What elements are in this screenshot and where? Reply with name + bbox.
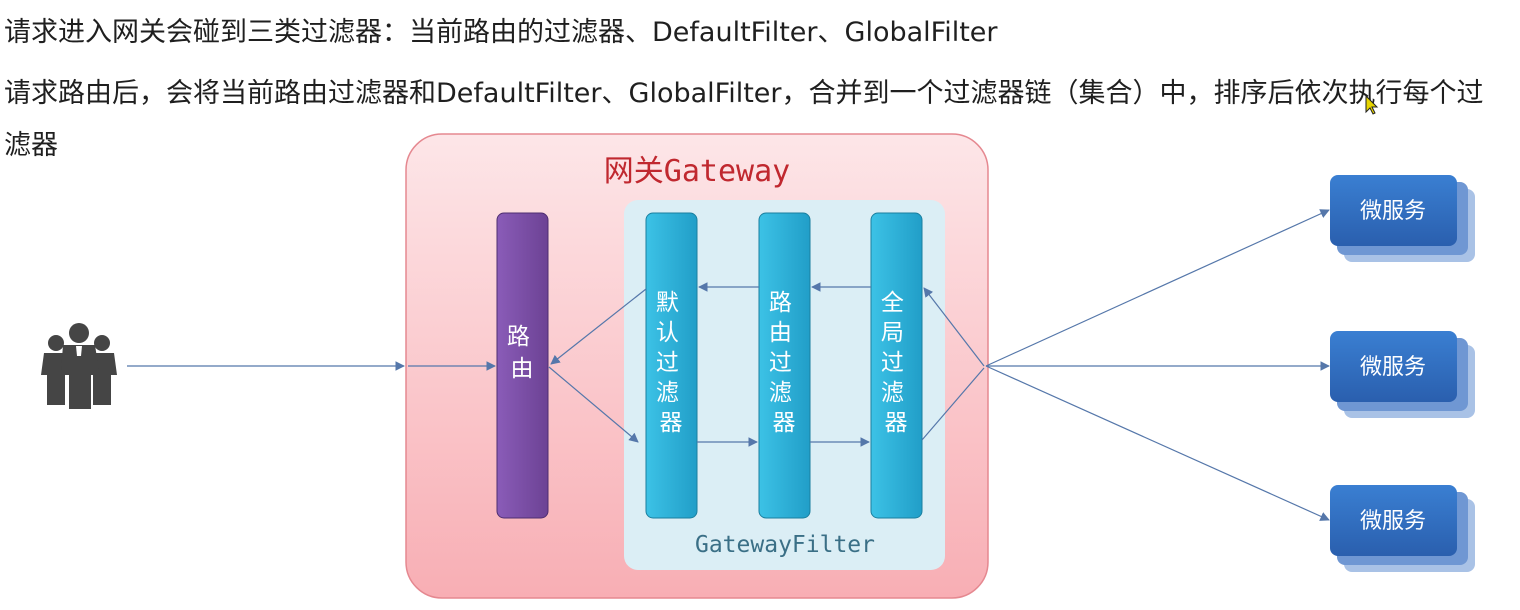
global-filter-label: 全 局 过 滤 器 (881, 290, 911, 436)
intro-line: 请求进入网关会碰到三类过滤器：当前路由的过滤器、DefaultFilter、Gl… (4, 17, 998, 48)
gateway-title: 网关Gateway (604, 154, 790, 189)
route-filter-label: 路 由 过 滤 器 (769, 290, 799, 436)
route-filter-bar (758, 212, 811, 519)
router-bar (496, 212, 549, 519)
service-2-label: 微服务 (1360, 355, 1426, 380)
flow-arrows (127, 209, 1330, 521)
router-label: 路 由 (507, 324, 537, 382)
arrow-default-router-return (550, 288, 647, 365)
arrow-hub-service-1 (985, 209, 1330, 367)
service-1: 微服务 (1330, 175, 1475, 262)
users-group-icon (41, 323, 117, 409)
arrow-hub-global (923, 287, 985, 367)
arrow-hub-service-3 (985, 365, 1330, 521)
mouse-cursor-icon (1365, 94, 1379, 115)
arrow-global-hub (921, 367, 985, 441)
service-3-label: 微服务 (1360, 509, 1426, 534)
arrow-router-default (548, 366, 639, 443)
global-filter-bar (870, 212, 923, 519)
intro-paragraph: 请求路由后，会将当前路由过滤器和DefaultFilter、GlobalFilt… (4, 78, 1484, 161)
default-filter-bar (645, 212, 698, 519)
service-2: 微服务 (1330, 331, 1475, 418)
default-filter-label: 默 认 过 滤 器 (656, 290, 686, 436)
service-3: 微服务 (1330, 485, 1475, 572)
service-1-label: 微服务 (1360, 199, 1426, 224)
filter-group-label: GatewayFilter (695, 532, 875, 558)
